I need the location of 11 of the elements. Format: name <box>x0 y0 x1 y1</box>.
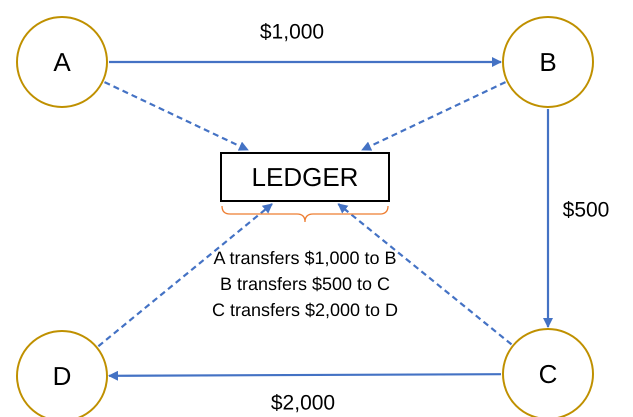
dashed-arrow <box>338 203 512 346</box>
dashed-arrow <box>104 81 249 151</box>
transaction-text: B transfers $500 to C <box>220 273 390 296</box>
dashed-arrow <box>361 81 506 151</box>
dashed-arrow <box>98 203 273 348</box>
arrow <box>108 370 501 381</box>
arrow <box>543 109 553 328</box>
ledger-box: LEDGER <box>220 152 390 202</box>
transaction-text: A transfers $1,000 to B <box>213 247 397 270</box>
transaction-text: C transfers $2,000 to D <box>212 299 398 322</box>
arrow <box>109 57 502 67</box>
